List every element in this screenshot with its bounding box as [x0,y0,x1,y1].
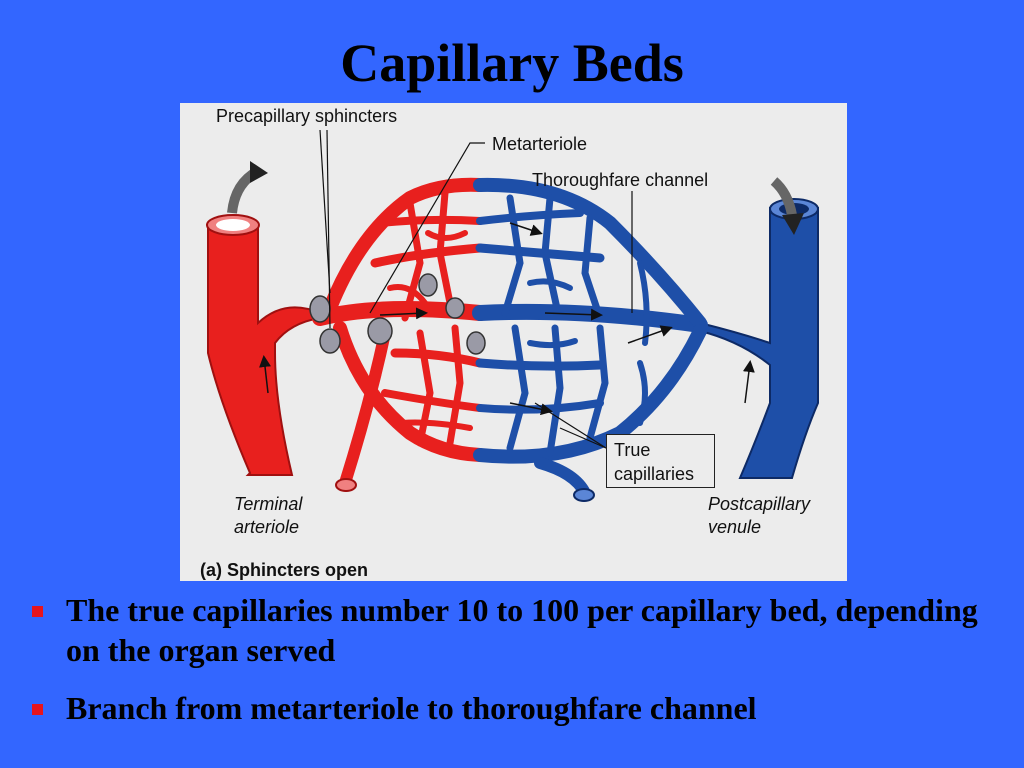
metarteriole-label: Metarteriole [492,134,588,154]
bullet-text: Branch from metarteriole to thoroughfare… [66,690,757,726]
true-capillaries-box [606,434,715,488]
terminal-arteriole-label-line2: arteriole [234,517,300,537]
figure-caption: (a) Sphincters open [200,560,369,580]
terminal-arteriole-label-line1: Terminal [234,494,303,514]
bullet-square-icon [32,606,43,617]
bullet-text: The true capillaries number 10 to 100 pe… [66,592,978,668]
postcapillary-venule-vessel [699,198,819,479]
flow-arrows [259,222,755,416]
thoroughfare-channel-label: Thoroughfare channel [532,170,709,190]
venous-capillaries [472,177,708,499]
true-capillaries-label-line2: capillaries [614,464,695,484]
postcapillary-venule-label-line1: Postcapillary [708,494,811,514]
terminal-arteriole-vessel [206,214,321,476]
capillary-bed-diagram: Precapillary sphincters Metarteriole Tho… [180,103,847,581]
precapillary-sphincters [309,273,486,355]
precapillary-sphincters-label: Precapillary sphincters [216,106,398,126]
leader-lines [319,129,633,449]
bullet-list: The true capillaries number 10 to 100 pe… [28,590,988,746]
capillary-bed-illustration [206,129,819,502]
arterial-capillaries [312,177,488,489]
true-capillaries-label-line1: True [614,440,651,460]
slide-title: Capillary Beds [340,33,684,93]
bullet-square-icon [32,704,43,715]
bullet-item: Branch from metarteriole to thoroughfare… [28,688,988,728]
postcapillary-venule-label-line2: venule [708,517,762,537]
bullet-item: The true capillaries number 10 to 100 pe… [28,590,988,670]
